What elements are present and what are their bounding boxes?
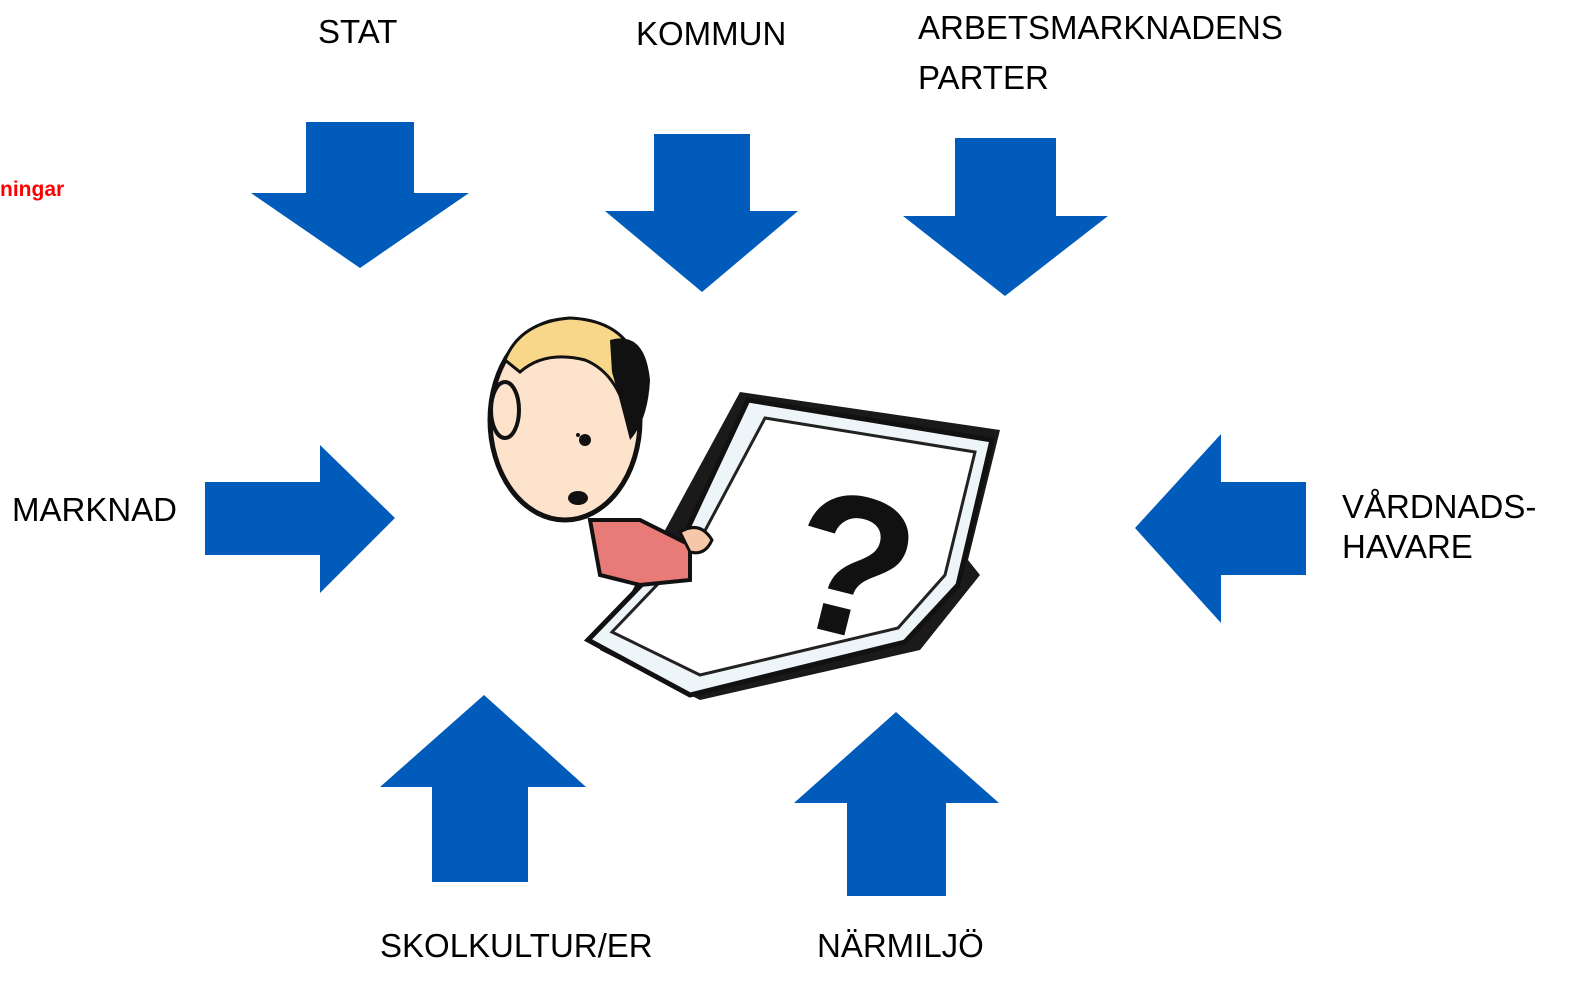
- label-arbetsmarknadens-parter: ARBETSMARKNADENS PARTER: [918, 8, 1283, 98]
- label-skolkultur: SKOLKULTUR/ER: [380, 927, 653, 964]
- hair-dark-side: [610, 338, 650, 440]
- mouth: [568, 491, 588, 505]
- label-vardnadshavare: VÅRDNADS- HAVARE: [1342, 487, 1536, 567]
- arrow-right-marknad: [205, 445, 395, 593]
- hand: [678, 526, 714, 555]
- arrow-down-kommun: [605, 134, 798, 292]
- shirt-collar: [587, 518, 692, 588]
- label-marknad: MARKNAD: [12, 491, 178, 528]
- ear: [489, 380, 521, 440]
- label-stat: STAT: [318, 13, 398, 50]
- arrow-up-narmiljo: [794, 712, 999, 896]
- label-vardnads-line1: VÅRDNADS-: [1342, 488, 1537, 525]
- arrow-down-stat: [251, 122, 469, 268]
- eye-left: [579, 434, 591, 446]
- label-kommun: KOMMUN: [636, 15, 787, 52]
- label-vardnads-line2: HAVARE: [1342, 528, 1473, 565]
- label-arbetsmarknadens-line1: ARBETSMARKNADENS: [918, 9, 1283, 46]
- label-arbetsmarknadens-line2: PARTER: [918, 59, 1049, 96]
- eye-right: [576, 433, 580, 437]
- arrow-down-arbetsmarknadens-parter: [903, 138, 1108, 296]
- arrow-up-skolkultur: [380, 695, 586, 882]
- partial-red-note: ningar: [0, 178, 65, 201]
- arrow-left-vardnadshavare: [1135, 434, 1306, 623]
- label-narmiljo: NÄRMILJÖ: [817, 927, 984, 964]
